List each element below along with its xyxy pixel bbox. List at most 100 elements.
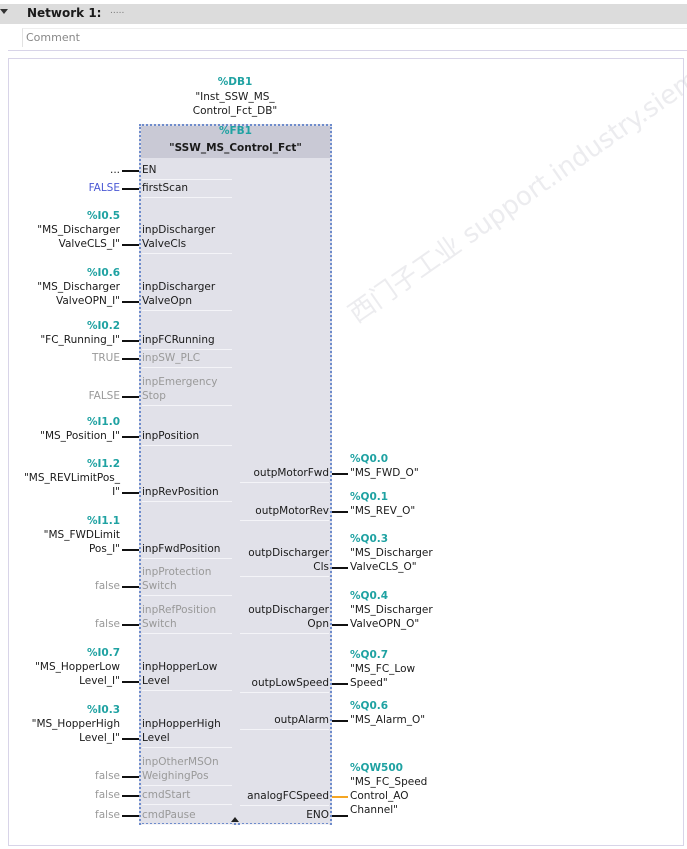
output-wire <box>332 624 348 626</box>
fb-name: "SSW_MS_Control_Fct" <box>169 142 302 154</box>
pin-separator <box>142 367 232 368</box>
input-operand[interactable]: "MS_FWDLimit <box>43 529 120 541</box>
input-address: %I1.2 <box>86 458 120 470</box>
input-operand[interactable]: "MS_HopperLow <box>35 661 120 673</box>
pin-separator <box>142 595 232 596</box>
input-wire <box>122 244 139 246</box>
pin-label-inphopperhighlevel: inpHopperHigh <box>142 718 221 730</box>
pin-label-inpposition: inpPosition <box>142 430 200 442</box>
network-comment-field[interactable]: Comment <box>22 28 687 47</box>
output-operand[interactable]: Speed" <box>350 677 388 689</box>
network-title: Network 1: <box>27 6 102 20</box>
input-wire <box>122 795 139 797</box>
input-wire <box>122 776 139 778</box>
pin-separator <box>142 501 232 502</box>
instance-db-name-line: Control_Fct_DB" <box>192 105 278 117</box>
pin-separator <box>240 729 329 730</box>
input-operand[interactable]: TRUE <box>91 352 120 364</box>
instance-db-name-line: "Inst_SSW_MS_ <box>195 91 275 103</box>
pin-separator <box>142 253 232 254</box>
function-block-header <box>141 126 330 158</box>
pin-separator <box>240 482 329 483</box>
pin-separator <box>240 824 329 825</box>
output-wire <box>332 796 348 798</box>
input-operand[interactable]: Pos_I" <box>88 543 120 555</box>
input-operand[interactable]: ValveOPN_I" <box>55 295 120 307</box>
input-wire <box>122 681 139 683</box>
input-operand[interactable]: Level_I" <box>79 675 120 687</box>
pin-label-inpprotectionswitch: inpProtection <box>142 566 212 578</box>
pin-label-en: EN <box>142 164 157 176</box>
fb-address: %FB1 <box>218 125 252 137</box>
input-wire <box>122 624 139 626</box>
input-wire <box>122 396 139 398</box>
output-operand[interactable]: ValveOPN_O" <box>350 618 420 630</box>
output-address: %QW500 <box>350 762 403 774</box>
output-operand[interactable]: ValveCLS_O" <box>350 561 417 573</box>
input-wire <box>122 436 139 438</box>
function-block[interactable] <box>139 124 332 825</box>
input-operand[interactable]: ValveCLS_I" <box>58 238 120 250</box>
pin-separator <box>142 824 232 825</box>
input-operand[interactable]: "FC_Running_I" <box>40 334 120 346</box>
pin-label-inpdischargervalveopn: inpDischarger <box>142 281 216 293</box>
input-operand[interactable]: "MS_Discharger <box>37 224 120 236</box>
input-address: %I0.2 <box>86 320 120 332</box>
input-operand[interactable]: FALSE <box>88 390 120 402</box>
pin-label-inphopperlowlevel: Level <box>142 675 170 687</box>
output-operand[interactable]: Channel" <box>350 804 398 816</box>
output-operand[interactable]: Control_AO <box>350 790 409 802</box>
output-operand[interactable]: "MS_REV_O" <box>350 505 416 517</box>
input-operand[interactable]: "MS_Discharger <box>37 281 120 293</box>
input-wire <box>122 815 139 817</box>
output-operand[interactable]: "MS_FC_Speed <box>350 776 428 788</box>
input-operand[interactable]: "MS_Position_I" <box>40 430 120 442</box>
pin-separator <box>240 520 329 521</box>
input-address: %I0.3 <box>86 704 120 716</box>
output-wire <box>332 473 348 475</box>
expand-caret-icon[interactable] <box>231 817 239 822</box>
input-operand[interactable]: Level_I" <box>79 732 120 744</box>
pin-separator <box>240 805 329 806</box>
output-operand[interactable]: "MS_Discharger <box>350 547 433 559</box>
input-wire <box>122 301 139 303</box>
pin-label-outpdischargercls: Cls <box>313 561 329 573</box>
output-operand[interactable]: "MS_FC_Low <box>350 663 416 675</box>
input-operand[interactable]: ... <box>109 164 120 176</box>
input-wire <box>122 738 139 740</box>
input-operand[interactable]: "MS_REVLimitPos_ <box>23 472 120 484</box>
ladder-canvas[interactable] <box>8 58 684 846</box>
pin-label-inpothermsonweighingpos: WeighingPos <box>142 770 209 782</box>
input-operand[interactable]: "MS_HopperHigh <box>31 718 120 730</box>
pin-label-outpmotorrev: outpMotorRev <box>255 505 329 517</box>
output-wire <box>332 720 348 722</box>
pin-label-cmdpause: cmdPause <box>142 809 196 821</box>
input-address: %I0.7 <box>86 647 120 659</box>
input-operand[interactable]: false <box>95 809 120 821</box>
input-operand[interactable]: FALSE <box>88 182 120 194</box>
input-operand[interactable]: false <box>95 770 120 782</box>
output-operand[interactable]: "MS_Alarm_O" <box>350 714 426 726</box>
network-header[interactable]: Network 1: ..... <box>0 4 687 24</box>
input-operand[interactable]: false <box>95 789 120 801</box>
pin-label-inprefpositionswitch: inpRefPosition <box>142 604 217 616</box>
input-wire <box>122 549 139 551</box>
input-operand[interactable]: I" <box>112 486 120 498</box>
pin-separator <box>142 690 232 691</box>
output-operand[interactable]: "MS_Discharger <box>350 604 433 616</box>
input-wire <box>122 358 139 360</box>
pin-separator <box>142 747 232 748</box>
pin-label-outpalarm: outpAlarm <box>274 714 329 726</box>
input-operand[interactable]: false <box>95 580 120 592</box>
instance-db-name[interactable]: "Inst_SSW_MS_ Control_Fct_DB" <box>170 90 300 118</box>
output-address: %Q0.6 <box>350 700 389 712</box>
pin-label-inpfcrunning: inpFCRunning <box>142 334 215 346</box>
pin-label-inpdischargervalveopn: ValveOpn <box>142 295 192 307</box>
network-title-field[interactable]: ..... <box>110 6 125 16</box>
pin-label-outpdischargeropn: outpDischarger <box>248 604 329 616</box>
output-wire <box>332 511 348 513</box>
output-operand[interactable]: "MS_FWD_O" <box>350 467 419 479</box>
output-wire <box>332 815 348 817</box>
collapse-arrow-icon[interactable] <box>0 9 8 14</box>
input-operand[interactable]: false <box>95 618 120 630</box>
